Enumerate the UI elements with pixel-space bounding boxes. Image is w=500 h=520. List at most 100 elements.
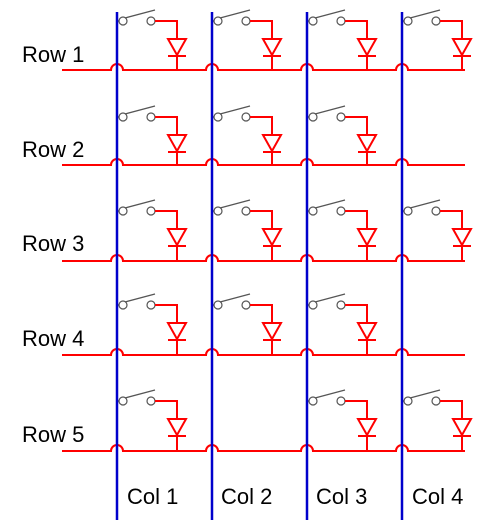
row-label-4: Row 4: [22, 326, 84, 351]
diode-lead: [250, 304, 273, 323]
switch-contact: [146, 16, 156, 26]
column-wires: [115, 12, 404, 520]
diode-icon: [356, 228, 378, 248]
diode-lead: [250, 210, 273, 229]
switch-cell-r5-c3: [307, 389, 378, 451]
switch-lever: [314, 199, 346, 209]
col-label-3: Col 3: [316, 484, 367, 509]
switch-contact: [146, 300, 156, 310]
row-wire-3: [62, 254, 465, 262]
col-label-2: Col 2: [221, 484, 272, 509]
switch-lever: [314, 293, 346, 303]
diode-icon: [261, 228, 283, 248]
switch-contact: [241, 206, 251, 216]
switch-contact: [213, 206, 223, 216]
switch-cell-r4-c3: [307, 293, 378, 355]
switch-contact: [403, 16, 413, 26]
row-label-1: Row 1: [22, 42, 84, 67]
diode-lead: [345, 400, 368, 419]
diode-lead: [345, 210, 368, 229]
row-wire-2: [62, 158, 465, 166]
switch-lever: [409, 9, 441, 19]
diode-icon: [166, 322, 188, 342]
diode-icon: [166, 228, 188, 248]
diode-lead: [440, 20, 463, 39]
switch-lever: [124, 9, 156, 19]
switch-cell-r3-c2: [212, 199, 283, 261]
diode-icon: [166, 418, 188, 438]
switch-lever: [219, 105, 251, 115]
switch-cell-r5-c4: [402, 389, 473, 451]
diode-lead: [155, 20, 178, 39]
diode-lead: [345, 304, 368, 323]
diode-icon: [451, 418, 473, 438]
switch-contact: [241, 16, 251, 26]
diode-icon: [356, 38, 378, 58]
diode-lead: [250, 116, 273, 135]
switch-cell-r1-c1: [117, 9, 188, 70]
switch-cells: [117, 9, 473, 451]
switch-contact: [118, 112, 128, 122]
switch-lever: [124, 293, 156, 303]
switch-cell-r2-c2: [212, 105, 283, 165]
switch-contact: [431, 396, 441, 406]
diode-icon: [261, 38, 283, 58]
diode-lead: [155, 210, 178, 229]
switch-contact: [118, 206, 128, 216]
switch-contact: [146, 206, 156, 216]
diode-icon: [356, 418, 378, 438]
switch-contact: [118, 396, 128, 406]
switch-lever: [314, 105, 346, 115]
switch-contact: [308, 396, 318, 406]
switch-cell-r3-c1: [117, 199, 188, 261]
switch-contact: [241, 112, 251, 122]
switch-cell-r1-c2: [212, 9, 283, 70]
diode-icon: [166, 38, 188, 58]
switch-cell-r1-c4: [402, 9, 473, 70]
switch-contact: [146, 396, 156, 406]
diode-icon: [166, 134, 188, 154]
switch-contact: [308, 16, 318, 26]
row-label-2: Row 2: [22, 137, 84, 162]
switch-contact: [308, 300, 318, 310]
switch-lever: [219, 293, 251, 303]
row-wire-5: [62, 444, 465, 452]
switch-lever: [219, 9, 251, 19]
labels: Row 1 Row 2 Row 3 Row 4 Row 5 Col 1 Col …: [22, 42, 463, 509]
diode-lead: [440, 400, 463, 419]
diode-lead: [345, 116, 368, 135]
switch-cell-r3-c4: [402, 199, 473, 261]
switch-cell-r1-c3: [307, 9, 378, 70]
switch-contact: [431, 206, 441, 216]
switch-contact: [241, 300, 251, 310]
switch-lever: [409, 199, 441, 209]
diode-lead: [345, 20, 368, 39]
switch-contact: [336, 206, 346, 216]
switch-contact: [308, 206, 318, 216]
switch-lever: [409, 389, 441, 399]
switch-contact: [336, 16, 346, 26]
switch-contact: [308, 112, 318, 122]
switch-lever: [314, 9, 346, 19]
diode-lead: [250, 20, 273, 39]
switch-cell-r4-c2: [212, 293, 283, 355]
switch-contact: [118, 16, 128, 26]
row-wires: [62, 63, 465, 452]
switch-contact: [403, 396, 413, 406]
row-wire-1: [62, 63, 465, 71]
diode-icon: [261, 134, 283, 154]
diode-icon: [356, 134, 378, 154]
row-wire-4: [62, 348, 465, 356]
switch-lever: [219, 199, 251, 209]
col-label-4: Col 4: [412, 484, 463, 509]
diode-icon: [451, 38, 473, 58]
switch-contact: [336, 396, 346, 406]
diode-icon: [261, 322, 283, 342]
diode-lead: [155, 400, 178, 419]
diode-lead: [155, 304, 178, 323]
row-label-5: Row 5: [22, 422, 84, 447]
switch-cell-r2-c1: [117, 105, 188, 165]
switch-lever: [124, 389, 156, 399]
switch-contact: [213, 300, 223, 310]
